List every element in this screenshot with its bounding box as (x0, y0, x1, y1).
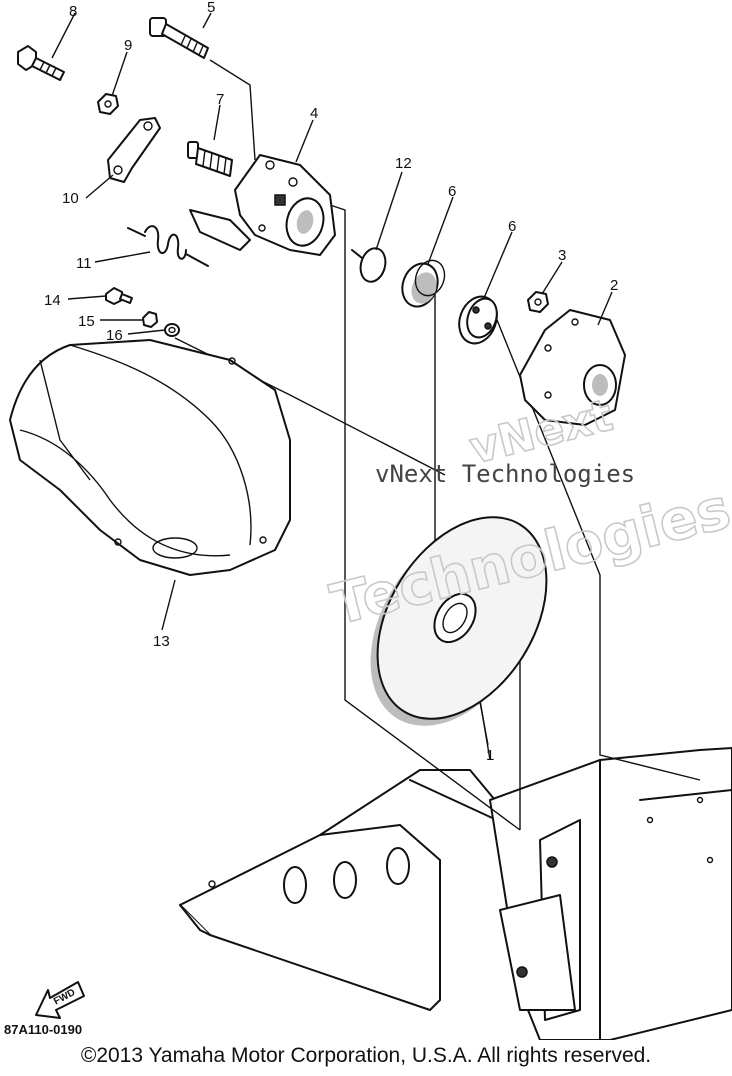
callout-6a: 6 (448, 183, 456, 200)
part-11-spring (127, 225, 209, 267)
chassis-frame (179, 747, 732, 1040)
part-9-nut (97, 93, 119, 115)
callout-10: 10 (62, 190, 79, 207)
part-3-nut (527, 291, 549, 313)
callout-16: 16 (106, 327, 123, 344)
part-7-adjuster (187, 141, 233, 177)
fwd-arrow: FWD (35, 981, 85, 1019)
part-13-cover (9, 339, 291, 576)
callout-numbers: 1 2 3 4 5 6 6 7 8 9 10 11 12 13 14 15 16 (44, 0, 618, 764)
copyright-text: ©2013 Yamaha Motor Corporation, U.S.A. A… (80, 1044, 652, 1067)
part-6-bushing-left (401, 259, 446, 308)
callout-6b: 6 (508, 218, 516, 235)
part-6-bushing-right (458, 295, 498, 345)
callout-5: 5 (207, 0, 215, 16)
callout-leaders (51, 12, 613, 746)
part-2-housing (519, 309, 626, 426)
callout-7: 7 (216, 91, 224, 108)
callout-15: 15 (78, 313, 95, 330)
callout-2: 2 (610, 277, 618, 294)
callout-9: 9 (124, 37, 132, 54)
part-4-bracket (189, 154, 336, 256)
callout-11: 11 (76, 255, 92, 272)
part-12-cap (351, 247, 387, 283)
part-5-bolt (149, 17, 209, 59)
callout-13: 13 (153, 633, 170, 650)
callout-12: 12 (395, 155, 412, 172)
watermark-line2: vNext Technologies (375, 460, 635, 488)
callout-1: 1 (486, 747, 494, 764)
drawing-code: 87A110-0190 (4, 1022, 82, 1037)
callout-3: 3 (558, 247, 566, 264)
callout-14: 14 (44, 292, 61, 309)
part-8-bolt (17, 45, 65, 81)
callout-8: 8 (69, 3, 77, 20)
part-15-nut (142, 311, 158, 328)
exploded-view-drawing: 1 2 3 4 5 6 6 7 8 9 10 11 12 13 14 15 16… (4, 0, 732, 1040)
part-1-sheave (370, 516, 548, 726)
part-14-screw (105, 287, 133, 305)
part-10-lever (107, 117, 161, 183)
part-16-washer (164, 323, 180, 337)
callout-4: 4 (310, 105, 318, 122)
